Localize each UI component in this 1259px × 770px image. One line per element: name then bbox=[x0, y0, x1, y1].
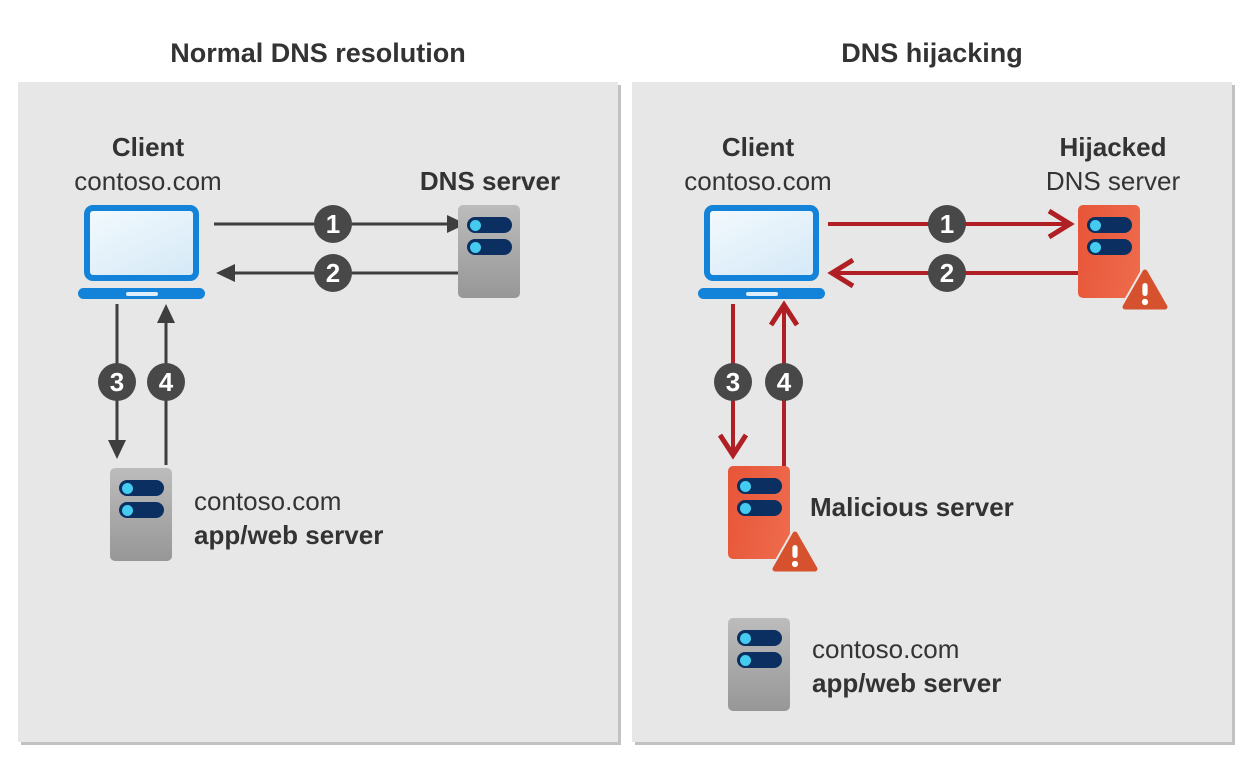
client-domain-label: contoso.com bbox=[74, 166, 222, 196]
step-badge-2: 2 bbox=[314, 254, 352, 292]
hijacked-dns-server-icon bbox=[1078, 205, 1140, 298]
client-domain-label: contoso.com bbox=[684, 166, 832, 196]
app-server-domain-label: contoso.com bbox=[812, 634, 960, 664]
warning-icon bbox=[770, 529, 820, 574]
app-server-domain-label: contoso.com bbox=[194, 486, 342, 516]
app-server-label: app/web server bbox=[194, 520, 384, 550]
normal-dns-panel: 1 2 3 4 Client contoso.com DNS server co… bbox=[18, 82, 618, 742]
laptop-icon bbox=[698, 205, 825, 300]
step-badge-4: 4 bbox=[765, 363, 803, 401]
dns-server-icon bbox=[458, 205, 520, 298]
laptop-icon bbox=[78, 205, 205, 300]
hijacked-sublabel: DNS server bbox=[1045, 166, 1181, 196]
dns-hijacking-panel: 1 2 3 4 Client contoso.com Hijacked DNS … bbox=[632, 82, 1232, 742]
client-label: Client bbox=[721, 132, 795, 162]
malicious-server-label: Malicious server bbox=[810, 492, 1014, 522]
dns-server-label: DNS server bbox=[419, 166, 561, 196]
step-badge-1: 1 bbox=[928, 205, 966, 243]
app-web-server-icon bbox=[110, 468, 172, 561]
right-panel-title: DNS hijacking bbox=[841, 38, 1023, 68]
step-badge-3: 3 bbox=[98, 363, 136, 401]
app-server-label: app/web server bbox=[812, 668, 1002, 698]
client-label: Client bbox=[111, 132, 185, 162]
app-web-server-icon bbox=[728, 618, 790, 711]
warning-icon bbox=[1120, 267, 1170, 312]
hijacked-label: Hijacked bbox=[1059, 132, 1167, 162]
step-badge-2: 2 bbox=[928, 254, 966, 292]
step-badge-1: 1 bbox=[314, 205, 352, 243]
malicious-server-icon bbox=[728, 466, 790, 559]
step-badge-4: 4 bbox=[147, 363, 185, 401]
step-badge-3: 3 bbox=[714, 363, 752, 401]
left-panel-title: Normal DNS resolution bbox=[170, 38, 466, 68]
